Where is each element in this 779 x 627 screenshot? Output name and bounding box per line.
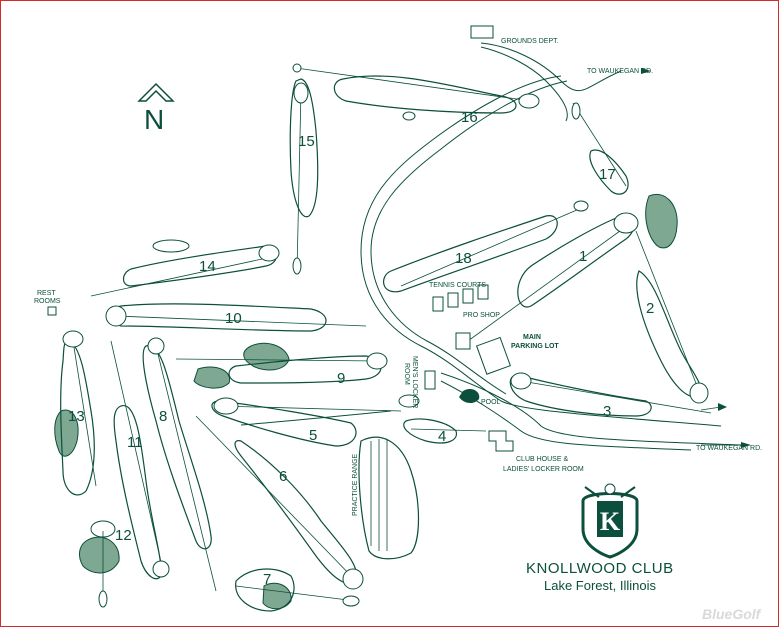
main-parking-label-1: MAIN: [523, 334, 541, 341]
hole-numbers: 1 2 3 4 5 6 7 8 9 10 11 12 13 14 15 16 1…: [68, 109, 654, 588]
hole-number-6: 6: [279, 468, 287, 485]
hole-8: [142, 337, 217, 592]
hole-7: [235, 568, 360, 612]
pool: [459, 388, 480, 404]
hole-number-10: 10: [225, 310, 242, 327]
hole-4: [398, 394, 487, 444]
waukegan-top-label: TO WAUKEGAN RD.: [587, 68, 653, 75]
map-labels: GROUNDS DEPT. TO WAUKEGAN RD. TO WAUKEGA…: [34, 38, 762, 516]
mens-locker-room-building: [424, 370, 436, 390]
mens-locker-label-1: MEN'S LOCKER: [411, 356, 418, 408]
main-parking-lot: [475, 336, 511, 375]
hole-13: [60, 330, 97, 496]
hole-number-15: 15: [298, 133, 315, 150]
hole-14: [90, 239, 280, 297]
hole-16: [292, 63, 540, 121]
mens-locker-label-2: ROOM: [403, 363, 410, 385]
hole-number-7: 7: [263, 571, 271, 588]
hole-1: [455, 212, 639, 350]
hole-5: [211, 397, 402, 447]
main-parking-label-2: PARKING LOT: [511, 343, 559, 350]
pool-label: POOL: [481, 399, 501, 406]
tennis-courts-label: TENNIS COURTS: [429, 282, 486, 289]
hole-9: [175, 352, 388, 384]
hole-15: [289, 78, 319, 275]
hole-2: [635, 230, 709, 404]
hole-3: [509, 372, 712, 417]
road-arrow-mid-icon: [718, 403, 727, 411]
road-arrow-top-icon: [641, 68, 651, 74]
golf-club-right-icon: [620, 486, 636, 498]
pro-shop-label: PRO SHOP: [463, 312, 500, 319]
hole-number-14: 14: [199, 258, 216, 275]
north-arrow-icon: N: [137, 82, 175, 135]
hole-number-12: 12: [115, 527, 132, 544]
hole-number-5: 5: [309, 427, 317, 444]
club-house-label-1: CLUB HOUSE &: [516, 456, 568, 463]
rest-rooms-label-2: ROOMS: [34, 298, 61, 305]
hole-number-3: 3: [603, 403, 611, 420]
bluegolf-watermark: BlueGolf: [702, 606, 762, 622]
hole-number-16: 16: [461, 109, 478, 126]
club-logo: K: [581, 483, 639, 559]
hole-number-18: 18: [455, 250, 472, 267]
hole-number-17: 17: [599, 166, 616, 183]
club-name: KNOLLWOOD CLUB: [526, 560, 674, 577]
hole-number-13: 13: [68, 408, 85, 425]
hole-10: [105, 303, 367, 332]
hole-number-1: 1: [579, 248, 587, 265]
waukegan-bottom-label: TO WAUKEGAN RD.: [696, 445, 762, 452]
hole-12: [90, 520, 116, 608]
grounds-dept-label: GROUNDS DEPT.: [501, 38, 559, 45]
practice-range-stripes: [370, 439, 388, 551]
road-arrow-bottom-icon: [741, 442, 751, 448]
rest-rooms-label-1: REST: [37, 290, 56, 297]
logo-monogram: K: [600, 507, 621, 536]
club-location: Lake Forest, Illinois: [544, 578, 656, 593]
hole-17: [571, 102, 629, 195]
club-house: [488, 430, 514, 452]
golf-club-left-icon: [584, 486, 600, 498]
water-hazards: [54, 193, 678, 610]
rest-rooms-building: [47, 306, 57, 316]
practice-range-area: [358, 436, 420, 560]
hole-number-8: 8: [159, 408, 167, 425]
practice-range-label: PRACTICE RANGE: [352, 453, 359, 516]
north-label: N: [144, 104, 164, 135]
hole-18: [383, 200, 589, 293]
hole-number-11: 11: [127, 434, 143, 451]
hole-number-9: 9: [337, 370, 345, 387]
hole-number-4: 4: [438, 428, 446, 445]
hole-6: [195, 415, 364, 590]
tennis-courts: [432, 284, 489, 312]
club-house-label-2: LADIES' LOCKER ROOM: [503, 466, 584, 473]
grounds-dept-building: [470, 25, 494, 39]
hole-number-2: 2: [646, 300, 654, 317]
hole-11: [110, 340, 170, 580]
